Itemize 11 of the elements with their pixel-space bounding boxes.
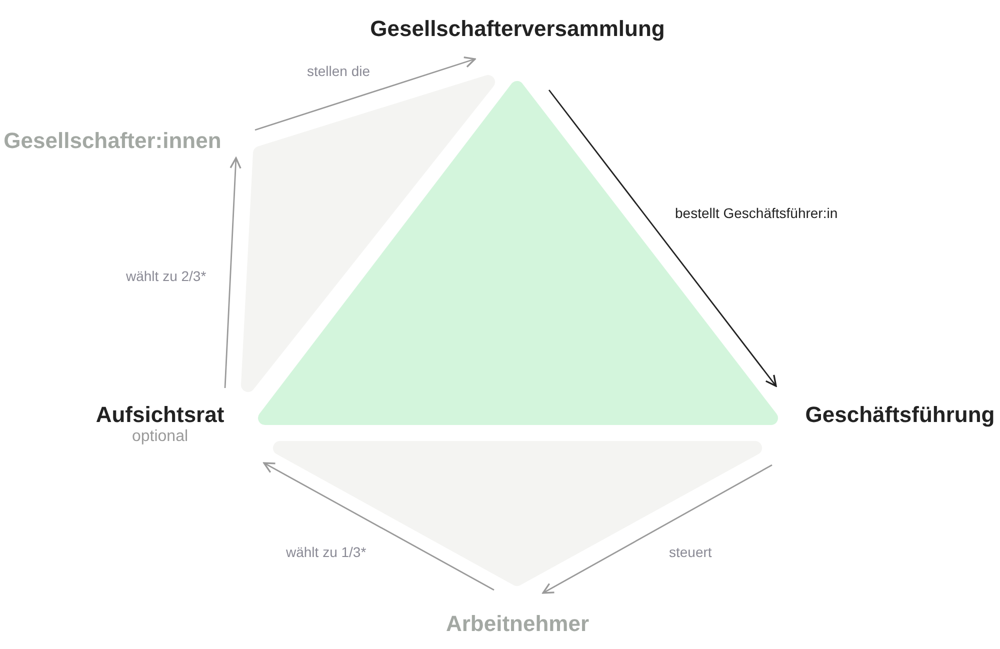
arrow xyxy=(263,462,494,591)
role-title: Arbeitnehmer xyxy=(446,611,590,637)
role-title: Gesellschafterversammlung xyxy=(370,16,665,42)
arrow xyxy=(224,157,242,388)
arrow xyxy=(542,464,772,594)
role-title: Gesellschafter:innen xyxy=(4,128,222,154)
role-title: Geschäftsführung xyxy=(805,402,995,428)
arrow xyxy=(548,90,777,387)
note-text: optional xyxy=(132,428,188,446)
role-title: Aufsichtsrat xyxy=(96,402,224,428)
arrow xyxy=(254,56,476,131)
